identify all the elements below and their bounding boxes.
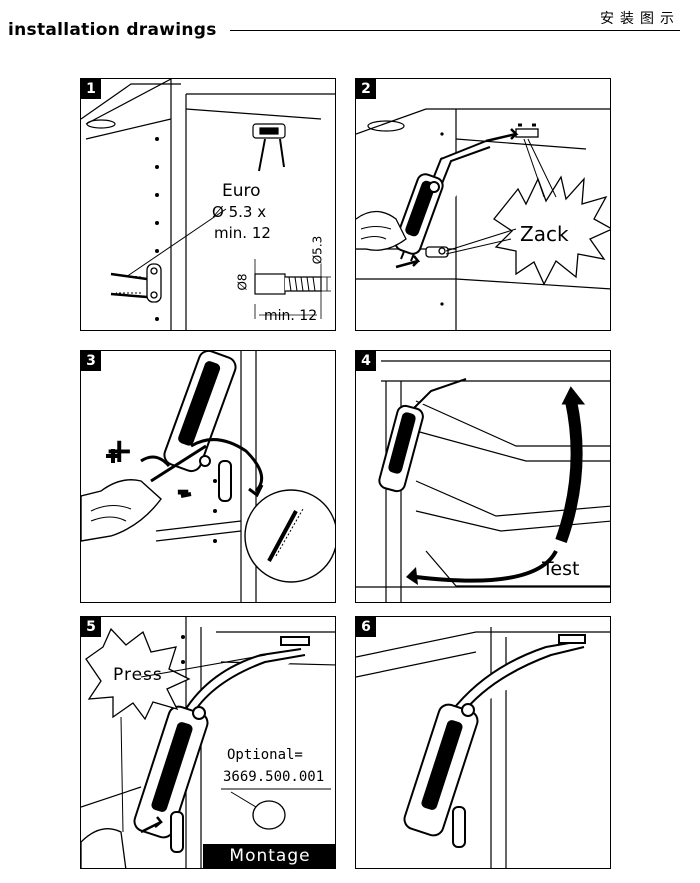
step-number: 1 <box>81 79 101 99</box>
step-4-illustration <box>356 360 610 602</box>
step-3-illustration <box>81 351 335 602</box>
step-number: 4 <box>356 351 376 371</box>
step-6-illustration <box>356 627 610 868</box>
step-number: 5 <box>81 617 101 637</box>
step-number: 6 <box>356 617 376 637</box>
step-3-panel: 3 + - <box>80 350 336 603</box>
step-2-illustration <box>356 108 610 330</box>
step-1-panel: 1 <box>80 78 336 331</box>
step-2-panel: 2 <box>355 78 611 331</box>
optional-label: Optional= <box>227 747 303 763</box>
test-label: Test <box>542 558 580 580</box>
part-number-label: 3669.500.001 <box>223 769 325 785</box>
press-label: Press <box>113 665 163 685</box>
step-1-illustration <box>81 79 335 330</box>
plus-label: + <box>105 431 134 471</box>
page-title-chinese: 安装图示 <box>600 11 680 27</box>
step-5-illustration <box>81 617 335 868</box>
page-title: installation drawings <box>8 20 217 40</box>
step-5-panel: 5 Press O <box>80 616 336 869</box>
step-4-panel: 4 Test <box>355 350 611 603</box>
step-number: 2 <box>356 79 376 99</box>
montage-label: Montage <box>203 844 335 868</box>
header-rule <box>230 30 680 31</box>
min-length-label: min. 12 <box>214 224 271 242</box>
diameter-label: Ø 5.3 x <box>212 203 267 221</box>
screw-diameter-53-label: Ø5.3 <box>310 235 325 265</box>
screw-diameter-8-label: Ø8 <box>235 273 250 291</box>
euro-label: Euro <box>222 181 261 201</box>
step-number: 3 <box>81 351 101 371</box>
screw-min-length-label: min. 12 <box>264 308 318 324</box>
step-6-panel: 6 <box>355 616 611 869</box>
minus-label: - <box>176 471 191 511</box>
zack-label: Zack <box>520 222 569 246</box>
